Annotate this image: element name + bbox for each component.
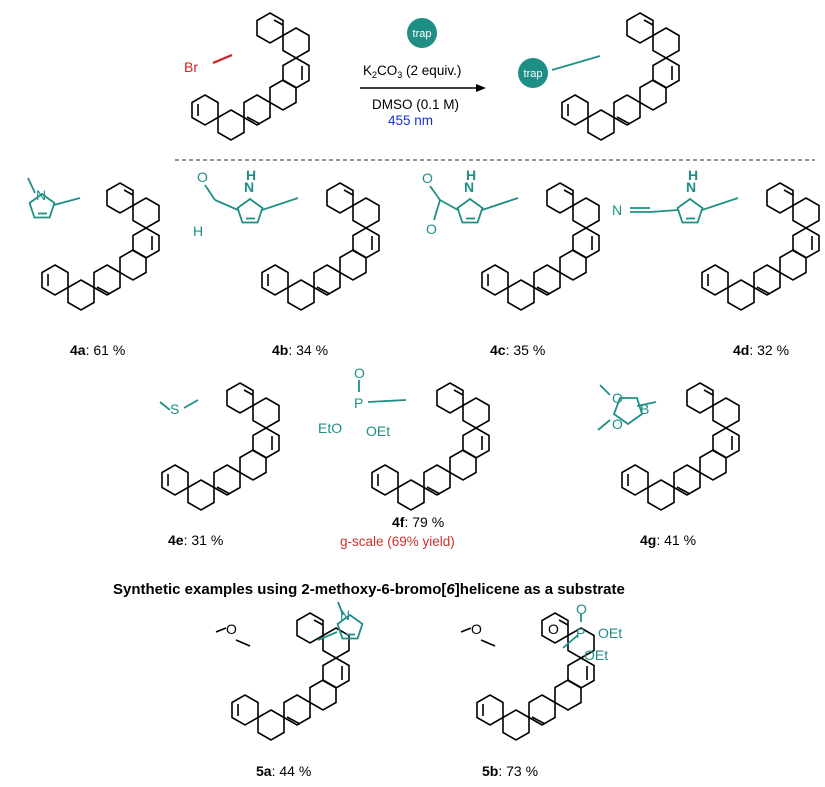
label-4g: 4g: 41 % [640, 532, 696, 548]
product-4b: O H N H [193, 167, 379, 310]
trap-badge-label: trap [413, 28, 432, 40]
trap-badge-icon [407, 18, 437, 48]
product-4f: O P EtO OEt [318, 365, 489, 510]
bromo-label: Br [184, 59, 198, 75]
gram-scale-note: g-scale (69% yield) [340, 534, 455, 549]
solvent: DMSO (0.1 M) [372, 97, 459, 112]
label-4f: 4f: 79 % [392, 514, 444, 530]
arrow-head-icon [476, 84, 486, 92]
svg-text:B: B [640, 401, 649, 417]
svg-text:O: O [548, 621, 559, 637]
generic-product: trap [518, 13, 679, 140]
label-4d: 4d: 32 % [733, 342, 789, 358]
base-reagent: K2CO3 (2 equiv.) [363, 63, 461, 80]
light-wavelength: 455 nm [388, 113, 433, 128]
svg-text:N: N [36, 187, 46, 203]
trap-product-label: trap [524, 68, 543, 80]
svg-text:O: O [576, 601, 587, 617]
svg-text:O: O [471, 621, 482, 637]
svg-text:H: H [193, 223, 203, 239]
svg-text:S: S [170, 401, 179, 417]
svg-text:N: N [244, 179, 254, 195]
starting-material: Br [184, 13, 309, 140]
svg-text:P: P [576, 625, 585, 641]
product-4g: O O B [597, 383, 739, 510]
svg-text:H: H [466, 167, 476, 183]
label-5b: 5b: 73 % [482, 763, 538, 779]
svg-text:N: N [464, 179, 474, 195]
svg-text:H: H [246, 167, 256, 183]
trap-product-icon [518, 58, 548, 88]
label-4e: 4e: 31 % [168, 532, 223, 548]
svg-text:P: P [354, 395, 363, 411]
svg-text:O: O [197, 169, 208, 185]
product-4e: S [159, 383, 279, 510]
label-5a: 5a: 44 % [256, 763, 311, 779]
svg-text:OEt: OEt [584, 647, 608, 663]
svg-text:O: O [226, 621, 237, 637]
label-4a: 4a: 61 % [70, 342, 125, 358]
label-4b: 4b: 34 % [272, 342, 328, 358]
reaction-conditions: trap K2CO3 (2 equiv.) DMSO (0.1 M) 455 n… [360, 18, 486, 128]
svg-text:OEt: OEt [598, 625, 622, 641]
product-5a: O N [215, 601, 364, 740]
section-heading: Synthetic examples using 2-methoxy-6-bro… [113, 581, 625, 598]
svg-text:N: N [340, 607, 350, 623]
label-4c: 4c: 35 % [490, 342, 545, 358]
svg-text:O: O [422, 170, 433, 186]
svg-text:O: O [426, 221, 437, 237]
svg-text:H: H [688, 167, 698, 183]
product-4a: N [27, 177, 159, 310]
product-5b: O O O P OEt OEt [460, 601, 622, 740]
product-4c: O O N H [422, 167, 599, 310]
svg-text:O: O [612, 416, 623, 432]
svg-text:O: O [612, 390, 623, 406]
svg-text:N: N [686, 179, 696, 195]
c-br-bond [212, 53, 233, 65]
svg-text:O: O [354, 365, 365, 381]
svg-text:OEt: OEt [366, 423, 390, 439]
svg-text:N: N [612, 202, 622, 218]
svg-text:EtO: EtO [318, 420, 342, 436]
product-4d: N N H [612, 167, 819, 310]
